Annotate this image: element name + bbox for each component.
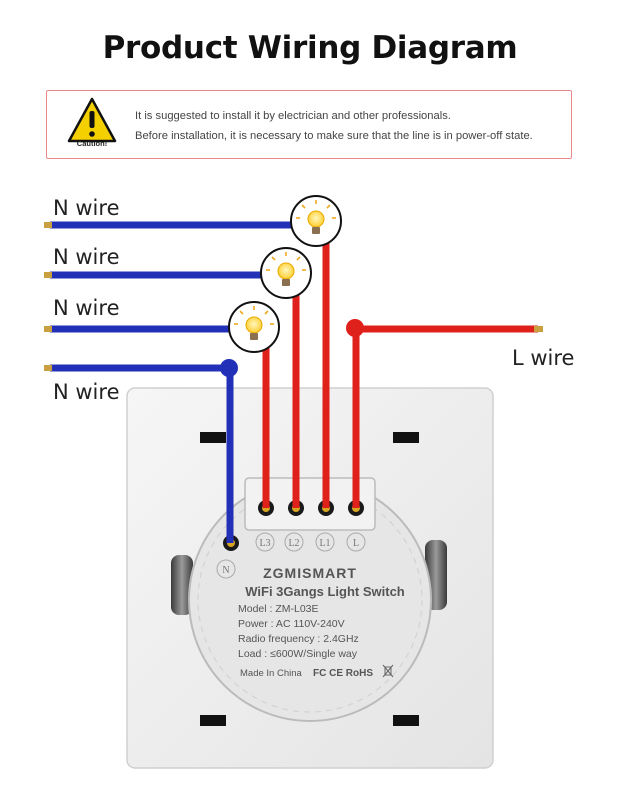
warning-icon [67,97,117,143]
n-wire-label-2: N wire [53,245,120,269]
product-name: WiFi 3Gangs Light Switch [245,584,405,599]
terminal-label-l2: L2 [288,538,299,549]
terminal-label-l1: L1 [319,538,330,549]
load-text: Load : ≤600W/Single way [238,648,358,660]
terminal-label-l3: L3 [259,538,270,549]
neutral-wires [44,221,310,543]
page-title: Product Wiring Diagram [102,30,518,66]
terminal-label-n: N [222,565,229,576]
terminal-labels: L3 L2 L1 L N [216,532,366,579]
power-text: Power : AC 110V-240V [238,618,345,630]
terminal-label-l: L [353,538,359,549]
caution-line-2: Before installation, it is necessary to … [135,130,533,142]
bulb-icon-3 [228,301,280,353]
brand-logo: ZGMISMART [263,565,357,581]
bulb-icon-1 [290,195,342,247]
weee-bin-icon [382,664,394,678]
n-wire-label-4: N wire [53,380,120,404]
certification-marks: FC CE RoHS [313,668,373,679]
caution-notice: Caution! It is suggested to install it b… [46,90,572,159]
device-label: ZGMISMART WiFi 3Gangs Light Switch Model… [238,565,405,679]
caution-line-1: It is suggested to install it by electri… [135,110,451,122]
model-text: Model : ZM-L03E [238,603,319,615]
l-wire-label: L wire [512,346,575,370]
live-wires [262,238,543,508]
switch-module [188,477,432,722]
bulb-icon-2 [260,247,312,299]
n-wire-label-1: N wire [53,196,120,220]
caution-label: Caution! [76,139,108,148]
radio-text: Radio frequency : 2.4GHz [238,633,359,645]
made-in-text: Made In China [240,668,303,679]
n-wire-label-3: N wire [53,296,120,320]
